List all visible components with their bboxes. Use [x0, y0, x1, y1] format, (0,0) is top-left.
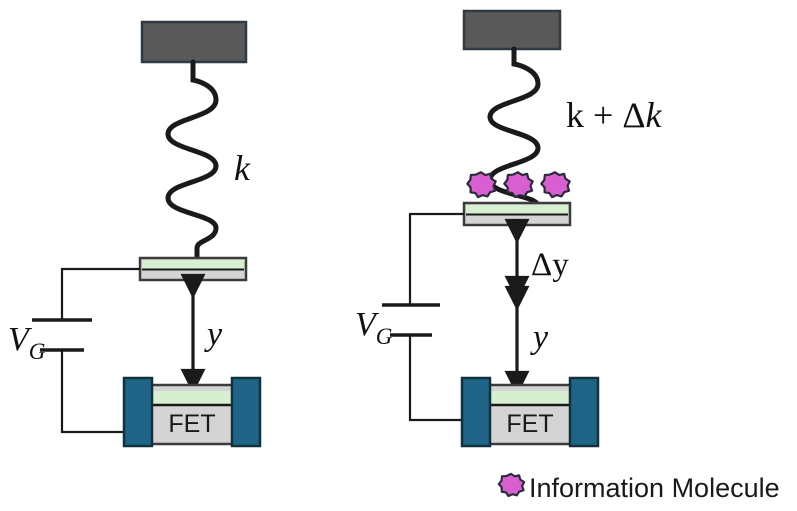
spring-constant-plus: +: [593, 95, 613, 135]
gate-wire-top-left: [60, 267, 140, 320]
gap-label-left: y: [204, 316, 223, 353]
spring-constant-label-left: k: [234, 148, 251, 188]
legend: Information Molecule: [497, 472, 780, 503]
baseline-panel: VG y k FET: [8, 20, 262, 448]
gate-wire-top-right: [408, 212, 464, 305]
gate-voltage-subscript-left: G: [29, 339, 46, 364]
fet-drain-electrode-right: [568, 376, 600, 448]
anchor-block-left: [140, 20, 248, 64]
delta-gap-delta-symbol: Δ: [531, 247, 552, 283]
gap-label-right: y: [530, 319, 549, 356]
molecule: [503, 171, 534, 199]
legend-molecule-marker: [497, 472, 526, 498]
gate-wire-bottom-left: [60, 350, 128, 434]
fet-label-left: FET: [168, 410, 215, 438]
cantilever-plate-sensing-layer-left: [142, 260, 244, 269]
fet-drain-electrode-left: [230, 376, 262, 448]
spring-constant-label-right: k+Δk: [566, 95, 662, 135]
molecule: [466, 171, 497, 199]
legend-label-information-molecule: Information Molecule: [529, 473, 780, 503]
fet-source-electrode-left: [122, 376, 154, 448]
bound-panel: VG Δy y k+Δk FET: [355, 9, 662, 448]
delta-gap-label-right: Δy: [531, 247, 569, 283]
anchor-block-right: [462, 9, 562, 51]
spring-left: [165, 59, 219, 265]
spring-constant-delta: Δ: [622, 95, 645, 135]
gate-wire-bottom-right: [408, 335, 466, 422]
spring-constant-base: k: [566, 95, 584, 135]
delta-gap-variable: y: [552, 247, 569, 283]
molecule-group-right: [466, 171, 571, 199]
spring-constant-delta-variable: k: [645, 95, 662, 135]
gate-voltage-label-left: VG: [8, 321, 46, 364]
fet-source-electrode-right: [460, 376, 492, 448]
cantilever-plate-sensing-layer-right: [466, 205, 568, 214]
gate-voltage-subscript-right: G: [376, 324, 393, 349]
fet-label-right: FET: [506, 410, 553, 438]
fet-sensing-layer-right: [490, 391, 570, 405]
molecule: [540, 171, 571, 199]
fet-sensing-layer-left: [152, 391, 232, 405]
gate-voltage-label-right: VG: [355, 306, 393, 349]
